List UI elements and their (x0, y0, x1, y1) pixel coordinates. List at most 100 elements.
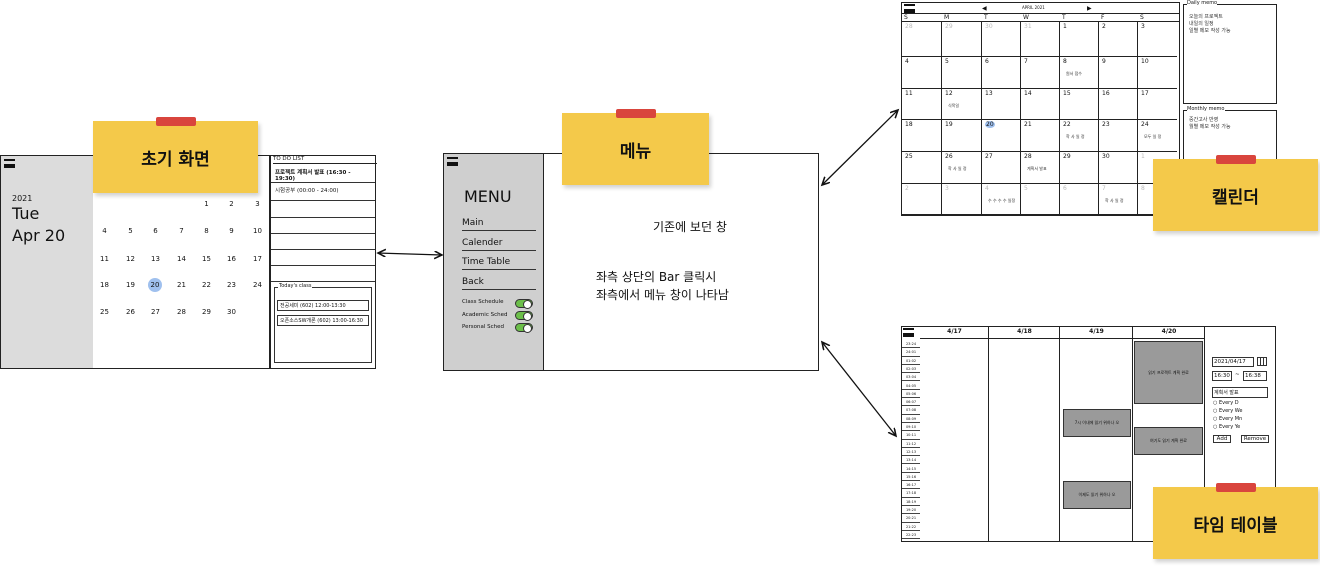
prev-month-icon[interactable]: ◀ (982, 5, 987, 12)
todo-empty-line[interactable] (271, 250, 375, 266)
calendar-day-cell[interactable]: 19 (942, 120, 982, 152)
calendar-day[interactable]: 29 (202, 308, 211, 316)
schedule-block[interactable]: 여기도 읽기 계획 완료 (1134, 427, 1203, 455)
calendar-day-cell[interactable]: 1 (1060, 22, 1099, 57)
calendar-event[interactable]: 모두 일 정 (1144, 134, 1162, 139)
calendar-day[interactable]: 5 (128, 227, 133, 235)
calendar-day[interactable]: 9 (229, 227, 234, 235)
calendar-day[interactable]: 2 (229, 200, 234, 208)
calendar-day[interactable]: 20 (148, 278, 162, 292)
calendar-day[interactable]: 11 (100, 255, 109, 263)
calendar-day-cell[interactable]: 7 (1021, 57, 1060, 89)
calendar-day[interactable]: 18 (100, 281, 109, 289)
hamburger-icon[interactable] (904, 4, 915, 13)
calendar-day-cell[interactable]: 2 (1099, 22, 1138, 57)
hamburger-icon[interactable] (4, 159, 15, 168)
calendar-day-cell[interactable]: 6 (982, 57, 1021, 89)
calendar-day-cell[interactable]: 10 (1138, 57, 1177, 89)
menu-item-timetable[interactable]: Time Table (462, 257, 536, 270)
calendar-day-cell[interactable]: 14 (1021, 89, 1060, 120)
calendar-day[interactable]: 19 (126, 281, 135, 289)
calendar-day[interactable]: 30 (227, 308, 236, 316)
calendar-day-cell[interactable]: 2 (902, 184, 942, 215)
calendar-day[interactable]: 16 (227, 255, 236, 263)
calendar-event[interactable]: 학 사 일 정 (1066, 134, 1085, 139)
calendar-day-cell[interactable]: 15 (1060, 89, 1099, 120)
repeat-option[interactable]: ○ Every We (1213, 408, 1242, 414)
calendar-day-cell[interactable]: 13 (982, 89, 1021, 120)
repeat-option[interactable]: ○ Every D (1213, 400, 1239, 406)
remove-button[interactable]: Remove (1241, 435, 1269, 443)
schedule-block[interactable]: 이제도 읽기 위하나 오 (1063, 481, 1131, 509)
calendar-day-cell[interactable]: 31 (1021, 22, 1060, 57)
todo-item[interactable]: 프로젝트 계획서 발표 (16:30 - 19:30) (271, 165, 375, 183)
todo-empty-line[interactable] (271, 266, 375, 282)
calendar-event[interactable]: 계획서 발표 (1027, 166, 1047, 171)
hamburger-icon[interactable] (903, 328, 914, 337)
calendar-day-cell[interactable]: 29 (942, 22, 982, 57)
calendar-day-cell[interactable]: 27 (982, 152, 1021, 184)
calendar-day[interactable]: 25 (100, 308, 109, 316)
personal-schedule-toggle[interactable] (515, 323, 533, 333)
form-start-field[interactable]: 16:30 (1212, 371, 1232, 381)
calendar-day[interactable]: 22 (202, 281, 211, 289)
calendar-day-cell[interactable]: 17 (1138, 89, 1177, 120)
next-month-icon[interactable]: ▶ (1087, 5, 1092, 12)
class-item[interactable]: 오픈소스SW개론 (602) 13:00-16:30 (277, 315, 369, 326)
schedule-block[interactable]: 읽기 프로젝트 계획 완료 (1134, 341, 1203, 404)
calendar-day-cell[interactable]: 29 (1060, 152, 1099, 184)
calendar-event[interactable]: 학 사 일 정 (1105, 198, 1124, 203)
calendar-day[interactable]: 1 (204, 200, 209, 208)
calendar-day[interactable]: 17 (253, 255, 262, 263)
todo-empty-line[interactable] (271, 234, 375, 250)
calendar-day[interactable]: 21 (177, 281, 186, 289)
menu-item-back[interactable]: Back (462, 277, 536, 290)
calendar-day[interactable]: 7 (179, 227, 184, 235)
calendar-day-cell[interactable]: 30 (1099, 152, 1138, 184)
hamburger-icon[interactable] (447, 157, 458, 166)
calendar-day[interactable]: 3 (255, 200, 260, 208)
todo-empty-line[interactable] (271, 218, 375, 234)
calendar-day-cell[interactable]: 11 (902, 89, 942, 120)
calendar-day-cell[interactable]: 4 (902, 57, 942, 89)
add-button[interactable]: Add (1213, 435, 1231, 443)
calendar-day-cell[interactable]: 23 (1099, 120, 1138, 152)
calendar-day[interactable]: 23 (227, 281, 236, 289)
form-end-field[interactable]: 16:38 (1243, 371, 1267, 381)
calendar-day-cell[interactable]: 20 (982, 120, 1021, 152)
calendar-event[interactable]: 원서 접수 (1066, 71, 1082, 76)
academic-schedule-toggle[interactable] (515, 311, 533, 321)
menu-item-main[interactable]: Main (462, 218, 536, 231)
calendar-day[interactable]: 6 (153, 227, 158, 235)
calendar-day[interactable]: 10 (253, 227, 262, 235)
calendar-day-cell[interactable]: 21 (1021, 120, 1060, 152)
calendar-day-cell[interactable]: 28 (902, 22, 942, 57)
calendar-event[interactable]: 학 사 일 정 (948, 166, 967, 171)
calendar-day[interactable]: 4 (102, 227, 107, 235)
calendar-day-cell[interactable]: 6 (1060, 184, 1099, 215)
schedule-block[interactable]: 7시 이내에 읽기 위하나 오 (1063, 409, 1131, 437)
calendar-day[interactable]: 28 (177, 308, 186, 316)
calendar-day[interactable]: 27 (151, 308, 160, 316)
menu-item-calender[interactable]: Calender (462, 238, 536, 251)
calendar-day-cell[interactable]: 30 (982, 22, 1021, 57)
repeat-option[interactable]: ○ Every Mn (1213, 416, 1242, 422)
form-date-field[interactable]: 2021/04/17 (1212, 357, 1254, 367)
calendar-day-cell[interactable]: 3 (942, 184, 982, 215)
calendar-day-cell[interactable]: 9 (1099, 57, 1138, 89)
calendar-day-cell[interactable]: 16 (1099, 89, 1138, 120)
calendar-day-cell[interactable]: 18 (902, 120, 942, 152)
calendar-day[interactable]: 14 (177, 255, 186, 263)
form-title-field[interactable]: 계획서 발표 (1212, 387, 1268, 398)
todo-item[interactable]: 시험공부 (00:00 - 24:00) (271, 183, 375, 201)
todo-empty-line[interactable] (271, 201, 375, 218)
calendar-day[interactable]: 24 (253, 281, 262, 289)
